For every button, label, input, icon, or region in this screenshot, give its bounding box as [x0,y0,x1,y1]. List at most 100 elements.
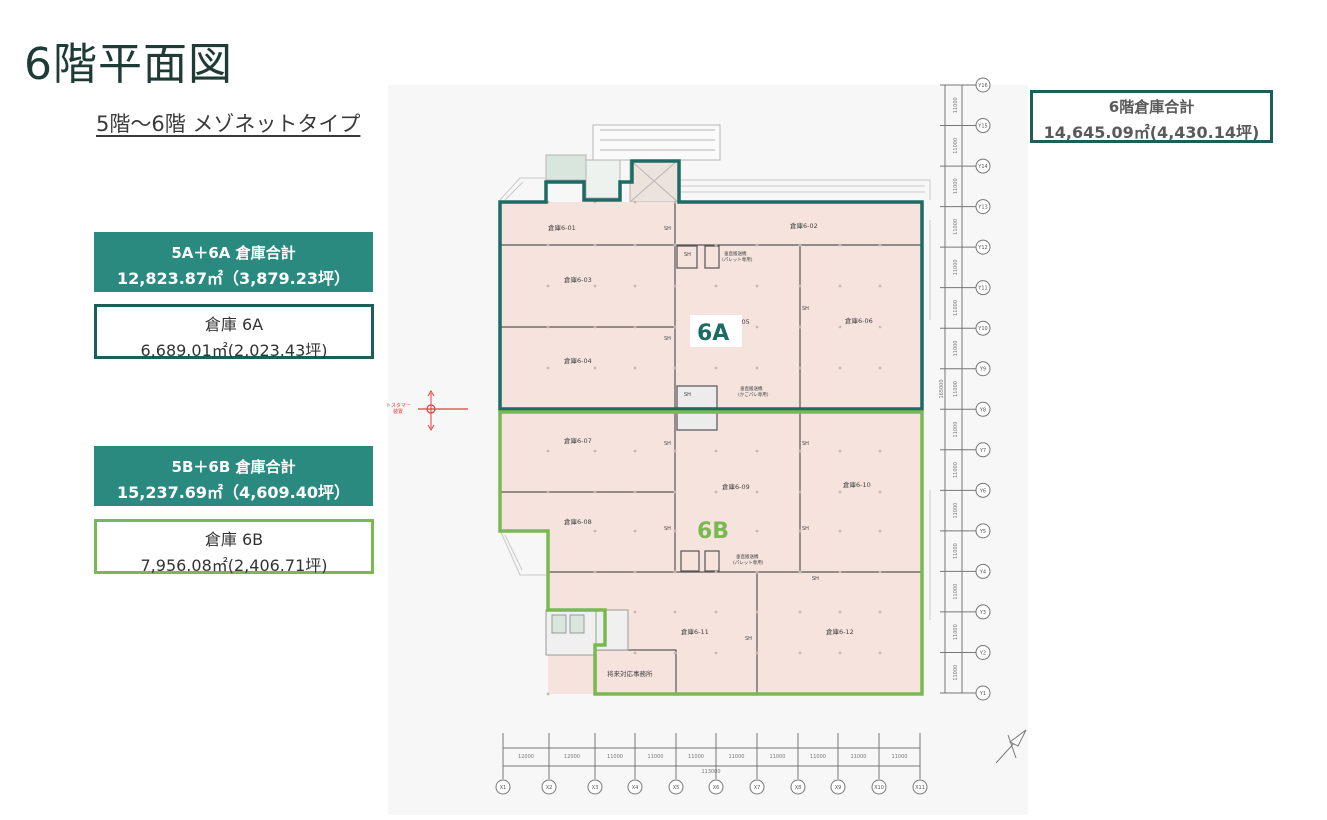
grid-dot [633,610,637,614]
grid-dot [838,449,842,453]
room-label: 倉庫6-04 [564,356,592,365]
page-title: 6階平面図 [24,39,233,90]
grid-dot [673,200,677,204]
grid-dot [714,610,718,614]
y-grid-label: Y10 [977,326,987,332]
grid-dot [755,570,759,574]
x-grid-label: X6 [713,785,720,791]
grid-dot [838,325,842,329]
y-dim-label: 11000 [953,462,959,478]
elevator-b-sub: (パレット専用) [733,559,764,566]
elevator-a1-sub: (パレット専用) [722,256,753,263]
x-grid-label: X7 [754,785,761,791]
sh-label: SH [802,306,809,312]
stair-core-bottom [545,609,629,656]
y-grid-bubble [975,523,991,539]
room-label: 倉庫6-02 [790,221,818,230]
warehouse-b-label: 倉庫 6B [204,530,264,549]
y-grid-bubble [975,320,991,336]
sh-label: SH [664,441,671,447]
sh-label: SH [802,526,809,532]
room-label: 倉庫6-06 [845,316,873,325]
grid-dot [546,284,550,288]
x-dim-label: 11000 [729,754,745,760]
y-grid-label: Y8 [979,407,986,413]
grid-dot [878,449,882,453]
warehouse-a-label: 倉庫 6A [204,315,264,334]
summary-b-value: 15,237.69㎡（4,609.40坪） [116,483,351,502]
grid-dot [714,449,718,453]
grid-dot [714,284,718,288]
grid-dot [838,570,842,574]
grid-dot [878,651,882,655]
zone-b-label: 6B [697,519,729,544]
x-grid-label: X1 [500,785,507,791]
grid-dot [673,529,677,533]
sh-label: SH [812,576,819,582]
page-subtitle: 5階～6階 メゾネットタイプ [96,112,361,136]
grid-dot [755,490,759,494]
grid-dot [593,366,597,370]
future-office-label: 将来対応事務所 [607,669,653,678]
x-grid-label: X2 [546,785,553,791]
x-grid-label: X9 [835,785,842,791]
perimeter-lines [499,177,931,620]
x-dim-label: 11000 [607,754,623,760]
grid-dot [593,449,597,453]
y-dim-label: 11000 [953,381,959,397]
summary-b-box: 5B＋6B 倉庫合計 15,237.69㎡（4,609.40坪） [94,446,373,506]
x-grid-label: X5 [673,785,680,791]
x-dim-label: 12000 [564,754,580,760]
grid-dot [673,243,677,247]
grid-dot [673,449,677,453]
x-grid-bubble [495,779,511,795]
room-label: 倉庫6-11 [681,627,709,636]
room-label: 倉庫6-07 [564,436,592,445]
warehouse-b-area: 7,956.08㎡(2,406.71坪) [140,556,328,575]
grid-dot [878,366,882,370]
grid-dot [633,529,637,533]
y-grid-label: Y14 [977,164,987,170]
x-grid-bubble [912,779,928,795]
sh-label: SH [745,636,752,642]
x-grid-bubble [871,779,887,795]
grid-dot [878,490,882,494]
y-total-label: 165000 [939,379,945,398]
x-grid-label: X4 [632,785,639,791]
y-dim-label: 11000 [953,178,959,194]
x-grid-bubble [668,779,684,795]
y-grid-label: Y2 [979,650,986,656]
grid-dot [633,243,637,247]
grid-dot [798,366,802,370]
y-grid-label: Y7 [979,448,986,454]
grid-dot [878,610,882,614]
x-grid-bubble [790,779,806,795]
grid-dot [755,284,759,288]
summary-a-box: 5A＋6A 倉庫合計 12,823.87㎡（3,879.23坪） [94,232,373,292]
summary-a-value: 12,823.87㎡（3,879.23坪） [116,269,351,288]
grid-dot [878,570,882,574]
x-dim-label: 11000 [770,754,786,760]
grid-dot [546,243,550,247]
grid-dot [714,570,718,574]
y-dim-label: 11000 [953,503,959,519]
grid-dot [593,490,597,494]
grid-dot [755,243,759,247]
y-grid-bubble [975,482,991,498]
grid-dot [755,449,759,453]
room-label: 倉庫6-10 [843,480,871,489]
y-grid-label: Y13 [977,205,987,211]
grid-dot [673,366,677,370]
y-grid-label: Y15 [977,124,987,130]
grid-dot [838,529,842,533]
y-dim-label: 11000 [953,219,959,235]
grid-dot [714,651,718,655]
y-grid-label: Y9 [979,367,986,373]
x-total-label: 113000 [701,769,720,775]
room-label: 倉庫6-01 [548,223,576,232]
x-dim-label: 11000 [851,754,867,760]
grid-dot [633,570,637,574]
grid-dot [838,366,842,370]
y-dim-label: 11000 [953,422,959,438]
x-grid-bubble [587,779,603,795]
